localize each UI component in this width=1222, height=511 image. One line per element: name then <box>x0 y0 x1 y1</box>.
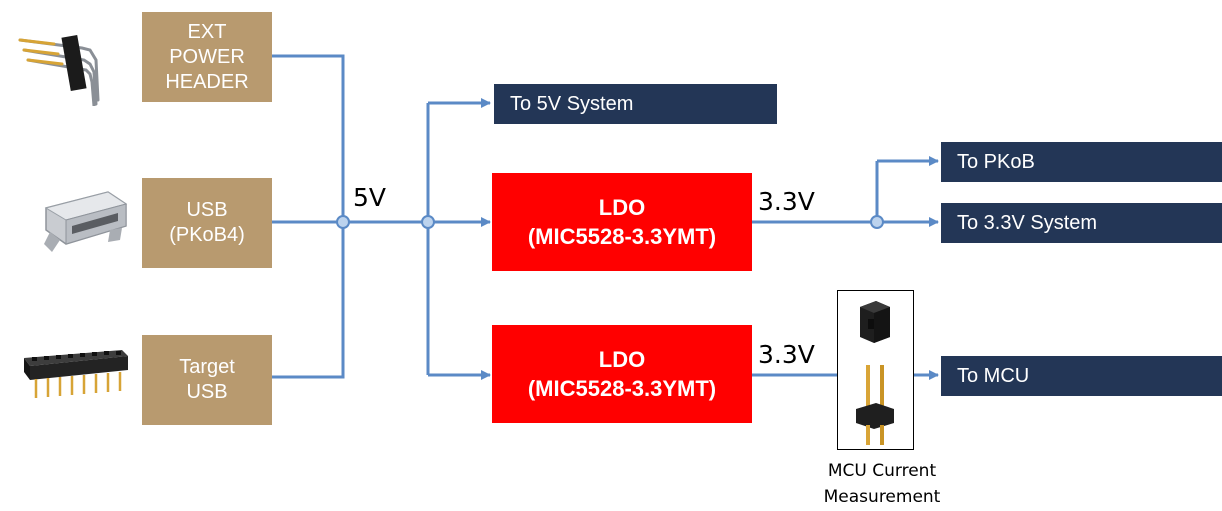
source-ext-line3: HEADER <box>165 70 249 93</box>
rail-label-5v: 5V <box>353 183 387 212</box>
output-3v3-system: To 3.3V System <box>941 203 1222 243</box>
female-header-strip-icon <box>24 350 128 398</box>
rail-label-3v3-bottom: 3.3V <box>758 340 815 369</box>
jumper-caption-line1: MCU Current <box>827 461 937 481</box>
two-pin-header-icon <box>856 365 894 445</box>
jumper-caption-line2: Measurement <box>823 487 941 507</box>
junction-dot-5v-bus <box>421 215 435 229</box>
ldo-bottom-name: LDO <box>598 347 646 372</box>
source-target-line2: USB <box>186 381 228 403</box>
output-3v3-system-label: To 3.3V System <box>957 211 1098 234</box>
pin-header-right-angle-icon <box>18 35 100 106</box>
ldo-regulator-bottom: LDO (MIC5528-3.3YMT) <box>492 325 752 423</box>
source-ext-line2: POWER <box>169 45 245 68</box>
source-usb-pkob4: USB (PKoB4) <box>142 178 272 268</box>
jumper-caption: MCU Current Measurement <box>800 458 964 510</box>
source-ext-line1: EXT <box>187 20 227 43</box>
source-target-line1: Target <box>179 356 235 378</box>
junction-dot-3v3-split <box>870 215 884 229</box>
output-pkob: To PKoB <box>941 142 1222 182</box>
source-target-usb: Target USB <box>142 335 272 425</box>
ldo-bottom-part: (MIC5528-3.3YMT) <box>527 376 717 401</box>
ldo-top-name: LDO <box>598 195 646 220</box>
ldo-top-part: (MIC5528-3.3YMT) <box>527 224 717 249</box>
junction-dot-source-bus <box>336 215 350 229</box>
source-ext-power-header: EXT POWER HEADER <box>142 12 272 102</box>
rail-label-3v3-top: 3.3V <box>758 187 815 216</box>
ldo-regulator-top: LDO (MIC5528-3.3YMT) <box>492 173 752 271</box>
output-5v-system: To 5V System <box>494 84 777 124</box>
source-usb-line1: USB <box>186 199 228 221</box>
output-5v-system-label: To 5V System <box>510 92 634 115</box>
jumper-shunt-icon <box>860 301 890 343</box>
output-pkob-label: To PKoB <box>957 150 1035 173</box>
output-mcu: To MCU <box>941 356 1222 396</box>
wire-ext-to-bus <box>272 54 345 379</box>
source-usb-line2: (PKoB4) <box>169 224 245 246</box>
output-mcu-label: To MCU <box>957 364 1030 387</box>
micro-usb-connector-icon <box>44 191 128 252</box>
mcu-current-jumper <box>837 290 914 450</box>
